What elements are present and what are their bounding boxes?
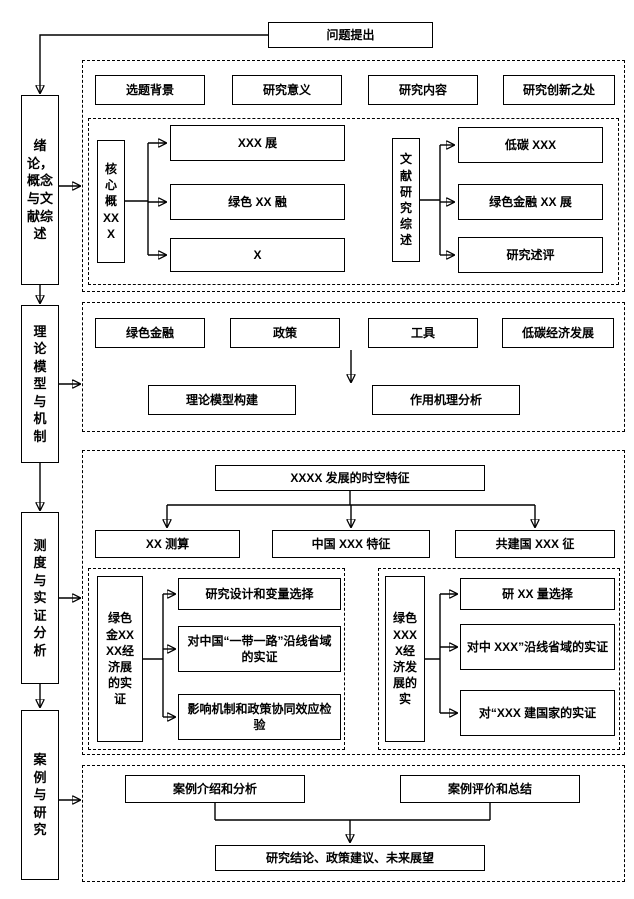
node-spatiotemporal-characteristics: XXXX 发展的时空特征 [215, 465, 485, 491]
section-case-conclusion [82, 765, 625, 882]
node-literature-2: 绿色金融 XX 展 [458, 184, 603, 220]
node-literature-review: 文献研究综述 [392, 138, 420, 262]
node-china-characteristics: 中国 XXX 特征 [272, 530, 430, 558]
node-theory-model-construction: 理论模型构建 [148, 385, 296, 415]
section-intro-literature [82, 60, 625, 292]
node-belt-road-provinces-empirical: 对中国“一带一路”沿线省域的实证 [178, 626, 341, 672]
node-case-evaluation-summary: 案例评价和总结 [400, 775, 580, 803]
node-green-finance: 绿色金融 [95, 318, 205, 348]
section-theory-mechanism [82, 302, 625, 432]
node-empirical-left-stem: 绿色金XXXX经济展的实证 [97, 576, 143, 742]
node-policy: 政策 [230, 318, 340, 348]
node-empirical-right-stem: 绿色XXXX经济发展的实 [385, 576, 425, 742]
node-low-carbon-economy: 低碳经济发展 [502, 318, 614, 348]
chapter-intro-literature: 绪论，概念与文献综述 [21, 95, 59, 285]
node-research-design-variables: 研究设计和变量选择 [178, 578, 341, 610]
node-mechanism-analysis: 作用机理分析 [372, 385, 520, 415]
node-concept-1: XXX 展 [170, 125, 345, 161]
node-cobuilding-countries-characteristics: 共建国 XXX 征 [455, 530, 615, 558]
node-topic-background: 选题背景 [95, 75, 205, 105]
node-literature-1: 低碳 XXX [458, 127, 603, 163]
node-research-content: 研究内容 [368, 75, 478, 105]
node-core-concepts: 核心概XXX [97, 140, 125, 263]
node-mechanism-policy-synergy-test: 影响机制和政策协同效应检验 [178, 694, 341, 740]
problem-statement-box: 问题提出 [268, 22, 433, 48]
chapter-measurement-empirical: 测度与实证分析 [21, 512, 59, 684]
node-measurement: XX 测算 [95, 530, 240, 558]
chapter-case-study: 案例与研究 [21, 710, 59, 880]
section-measurement-empirical [82, 450, 625, 755]
chapter-theory-mechanism: 理论模型与机制 [21, 305, 59, 463]
node-conclusions-recommendations: 研究结论、政策建议、未来展望 [215, 845, 485, 871]
node-variable-selection-right: 研 XX 量选择 [460, 578, 615, 610]
node-route-provinces-empirical: 对中 XXX”沿线省域的实证 [460, 624, 615, 670]
node-research-innovation: 研究创新之处 [503, 75, 615, 105]
node-concept-3: X [170, 238, 345, 272]
node-tools: 工具 [368, 318, 478, 348]
node-research-significance: 研究意义 [232, 75, 342, 105]
section-empirical-left-inner [88, 568, 345, 750]
node-concept-2: 绿色 XX 融 [170, 184, 345, 220]
section-concepts-inner [88, 118, 619, 285]
node-countries-empirical: 对“XXX 建国家的实证 [460, 690, 615, 736]
node-literature-3: 研究述评 [458, 237, 603, 273]
node-case-introduction-analysis: 案例介绍和分析 [125, 775, 305, 803]
section-empirical-right-inner [378, 568, 620, 750]
